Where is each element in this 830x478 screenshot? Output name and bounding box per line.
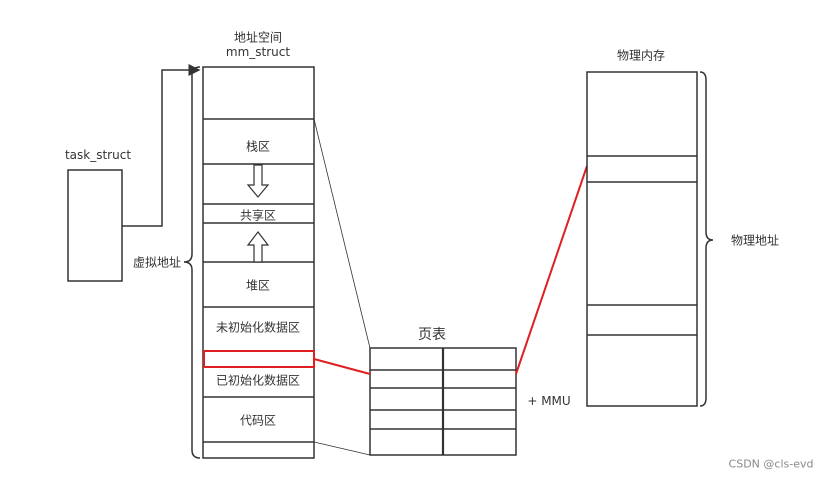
page-table-box (369, 347, 517, 456)
task-struct-box (67, 169, 123, 282)
physical-memory-box (586, 71, 698, 407)
segment-heap: 堆区 (245, 278, 271, 293)
task-struct-label: task_struct (64, 148, 132, 162)
mm-title: 地址空间 (233, 30, 283, 45)
red-map-virtual (313, 358, 371, 375)
heap-grow-up-arrow (246, 231, 270, 263)
map-line-bottom (313, 441, 371, 456)
mmu-label: + MMU (527, 394, 571, 408)
red-map-physical (515, 165, 588, 375)
segment-stack: 栈区 (245, 139, 271, 154)
virtual-address-label: 虚拟地址 (132, 255, 182, 270)
segment-bss: 未初始化数据区 (215, 320, 301, 335)
segment-shared: 共享区 (239, 208, 277, 223)
page-table-title: 页表 (418, 327, 446, 343)
map-line-top (313, 118, 371, 349)
task-to-mm-arrow (122, 64, 201, 227)
physical-brace (699, 71, 714, 407)
segment-data: 已初始化数据区 (215, 373, 301, 388)
mm-subtitle: mm_struct (225, 45, 291, 59)
physical-address-label: 物理地址 (730, 233, 780, 248)
virtual-brace (183, 66, 201, 459)
mm-struct-box (202, 66, 315, 459)
stack-grow-down-arrow (246, 164, 270, 198)
segment-text: 代码区 (239, 413, 277, 428)
highlighted-address (203, 350, 315, 368)
physical-memory-title: 物理内存 (616, 48, 666, 63)
watermark: CSDN @cls-evd (728, 457, 814, 471)
